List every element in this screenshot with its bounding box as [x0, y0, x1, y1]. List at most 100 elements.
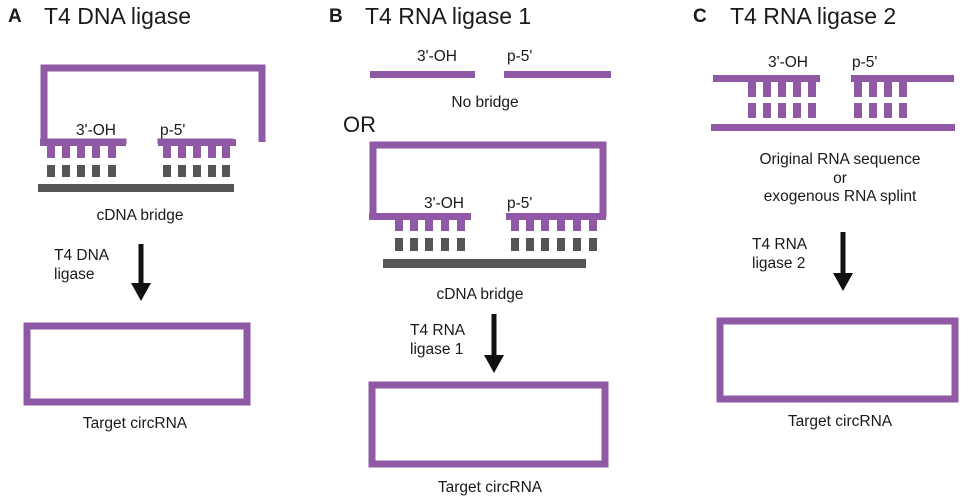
- panel-b-dna-base: [425, 238, 433, 251]
- panel-c-bottom-base: [793, 103, 801, 118]
- panel-a-dna-base: [108, 165, 116, 177]
- panel-c-top-base: [854, 82, 862, 97]
- panel-c-top-base: [884, 82, 892, 97]
- panel-c-arrow-shaft: [840, 232, 846, 275]
- panel-a-dna-base: [193, 165, 201, 177]
- panel-b-linear-strand-right: [504, 71, 611, 78]
- panel-b-dna-base: [395, 238, 403, 251]
- panel-c-bottom-base: [808, 103, 816, 118]
- panel-b-dna-base: [457, 238, 465, 251]
- panel-b-dna-base: [410, 238, 418, 251]
- panel-a-arrow-head: [131, 283, 151, 301]
- panel-b-dna-base: [441, 238, 449, 251]
- panel-a-dna-base: [92, 165, 100, 177]
- panel-b-circrna: [368, 381, 609, 468]
- panel-b-dna-base: [526, 238, 534, 251]
- panel-c-circrna: [716, 317, 959, 403]
- panel-c-bottom-base: [763, 103, 771, 118]
- panel-b-rna-base: [526, 220, 534, 231]
- panel-a-arrow-shaft: [138, 244, 144, 285]
- panel-c-top-base: [869, 82, 877, 97]
- panel-c-bottom-base: [869, 103, 877, 118]
- panel-b-rna-base: [425, 220, 433, 231]
- panel-c-top-base: [763, 82, 771, 97]
- panel-a-p5-label: p-5': [160, 122, 186, 139]
- panel-b-rna-base: [441, 220, 449, 231]
- panel-b-right-bar: [506, 213, 606, 220]
- panel-c-top-strand-right: [851, 75, 954, 82]
- panel-b-rna-base: [457, 220, 465, 231]
- panel-b-dna-base: [573, 238, 581, 251]
- panel-c-splint-strand: [711, 124, 955, 131]
- panel-c-bottom-base: [899, 103, 907, 118]
- panel-c-bottom-base: [778, 103, 786, 118]
- panel-c-letter: C: [693, 6, 707, 27]
- panel-c-bottom-base: [854, 103, 862, 118]
- panel-a-rna-base: [47, 146, 55, 158]
- panel-c-top-base: [808, 82, 816, 97]
- panel-a-dna-base: [222, 165, 230, 177]
- panel-a-rna-base: [77, 146, 85, 158]
- panel-a-circrna: [23, 322, 251, 406]
- panel-b-no-bridge-label: No bridge: [451, 94, 519, 111]
- panel-b-dna-base: [589, 238, 597, 251]
- panel-c-top-base: [793, 82, 801, 97]
- panel-a-dna-base: [47, 165, 55, 177]
- panel-c-product-label: Target circRNA: [787, 413, 893, 430]
- panel-a-right-bar: [158, 139, 236, 146]
- panel-c-top-strand-left: [713, 75, 820, 82]
- panel-b-dna-base: [557, 238, 565, 251]
- panel-b-rna-base: [573, 220, 581, 231]
- panel-b-rna-base: [541, 220, 549, 231]
- panel-c-title: T4 RNA ligase 2: [730, 3, 897, 29]
- panel-c-enzyme-label: T4 RNA ligase 2: [752, 236, 808, 272]
- panel-b-rna-base: [395, 220, 403, 231]
- panel-a-rna-base: [62, 146, 70, 158]
- panel-a-rna-base: [208, 146, 216, 158]
- panel-a-cdna-bridge: [38, 184, 234, 192]
- panel-b-linear-strand-left: [370, 71, 475, 78]
- panel-b-letter: B: [329, 6, 343, 27]
- panel-b-arrow-shaft: [491, 314, 497, 357]
- panel-a-rna-base: [222, 146, 230, 158]
- panel-c-top-base: [778, 82, 786, 97]
- panel-b-rna-base: [511, 220, 519, 231]
- panel-b-title: T4 RNA ligase 1: [365, 3, 532, 29]
- panel-a-rna-base: [178, 146, 186, 158]
- panel-b-no-bridge-p5-label: p-5': [507, 48, 533, 65]
- panel-b-rna-base: [589, 220, 597, 231]
- panel-b-left-bar: [369, 213, 471, 220]
- panel-a-rna-base: [163, 146, 171, 158]
- panel-c-arrow-head: [833, 273, 853, 291]
- panel-b-rna-base: [410, 220, 418, 231]
- panel-c-bottom-base: [884, 103, 892, 118]
- panel-a-dna-base: [208, 165, 216, 177]
- panel-b-dna-base: [541, 238, 549, 251]
- panel-c-p5-label: p-5': [852, 54, 878, 71]
- panel-c-bottom-base: [748, 103, 756, 118]
- panel-b-or-label: OR: [343, 112, 376, 137]
- panel-a-enzyme-label: T4 DNA ligase: [54, 247, 110, 283]
- panel-b-rna-base: [557, 220, 565, 231]
- panel-a-dna-base: [77, 165, 85, 177]
- panel-c-3oh-label: 3'-OH: [768, 54, 808, 71]
- panel-a-dna-base: [163, 165, 171, 177]
- panel-a-rna-base: [92, 146, 100, 158]
- panel-b-arrow-head: [484, 355, 504, 373]
- panel-b-3oh-label: 3'-OH: [424, 195, 464, 212]
- panel-a-product-label: Target circRNA: [82, 415, 188, 432]
- panel-b-no-bridge-3oh-label: 3'-OH: [417, 48, 457, 65]
- panel-c-top-base: [899, 82, 907, 97]
- panel-a-bridge-label: cDNA bridge: [96, 207, 184, 224]
- panel-a-rna-base: [193, 146, 201, 158]
- panel-a-letter: A: [8, 6, 22, 27]
- panel-b-bridge-label: cDNA bridge: [436, 286, 524, 303]
- panel-b-p5-label: p-5': [507, 195, 533, 212]
- panel-c-top-base: [748, 82, 756, 97]
- panel-a-title: T4 DNA ligase: [44, 3, 192, 29]
- panel-b-product-label: Target circRNA: [437, 479, 543, 496]
- panel-a-dna-base: [62, 165, 70, 177]
- panel-b-open-strand: [369, 141, 607, 217]
